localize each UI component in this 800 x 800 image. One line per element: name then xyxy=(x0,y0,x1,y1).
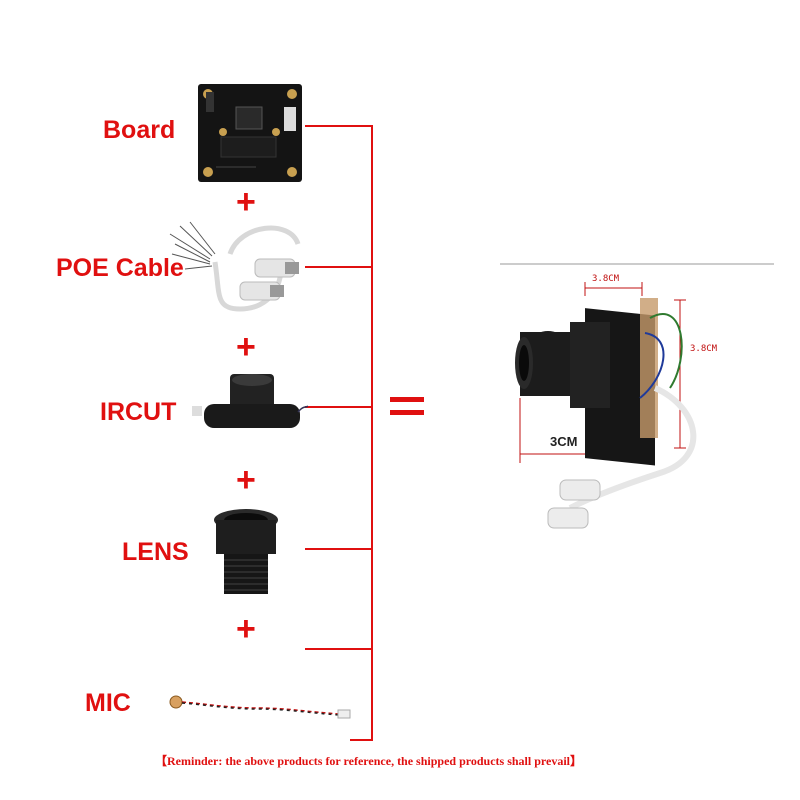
label-mic: MIC xyxy=(85,689,131,717)
dim-depth: 3CM xyxy=(550,434,577,449)
connector-line-mic xyxy=(350,739,372,741)
plus-sign-2: + xyxy=(236,328,256,366)
label-ircut: IRCUT xyxy=(100,398,177,426)
label-poe-cable: POE Cable xyxy=(56,254,184,282)
dim-right-height: 3.8CM xyxy=(690,344,718,354)
assembled-module-image: 3.8CM 3.8CM 3CM xyxy=(500,263,774,529)
label-lens: LENS xyxy=(122,538,189,566)
bracket-vertical-line xyxy=(371,125,373,741)
plus-sign-4: + xyxy=(236,610,256,648)
poe-cable-image xyxy=(169,221,301,312)
connector-line-plus xyxy=(305,648,372,650)
mic-image xyxy=(169,695,351,719)
board-image xyxy=(198,84,302,182)
connector-line-ircut xyxy=(305,406,372,408)
equals-sign xyxy=(390,397,424,417)
lens-image xyxy=(214,509,278,594)
label-board: Board xyxy=(103,116,176,144)
connector-line-lens xyxy=(305,548,372,550)
connector-line-board xyxy=(305,125,372,127)
dim-top-width: 3.8CM xyxy=(592,274,620,284)
ircut-image xyxy=(192,374,308,428)
plus-sign-3: + xyxy=(236,461,256,499)
connector-line-poe xyxy=(305,266,372,268)
reminder-note: 【Reminder: the above products for refere… xyxy=(155,754,582,768)
plus-sign-1: + xyxy=(236,183,256,221)
